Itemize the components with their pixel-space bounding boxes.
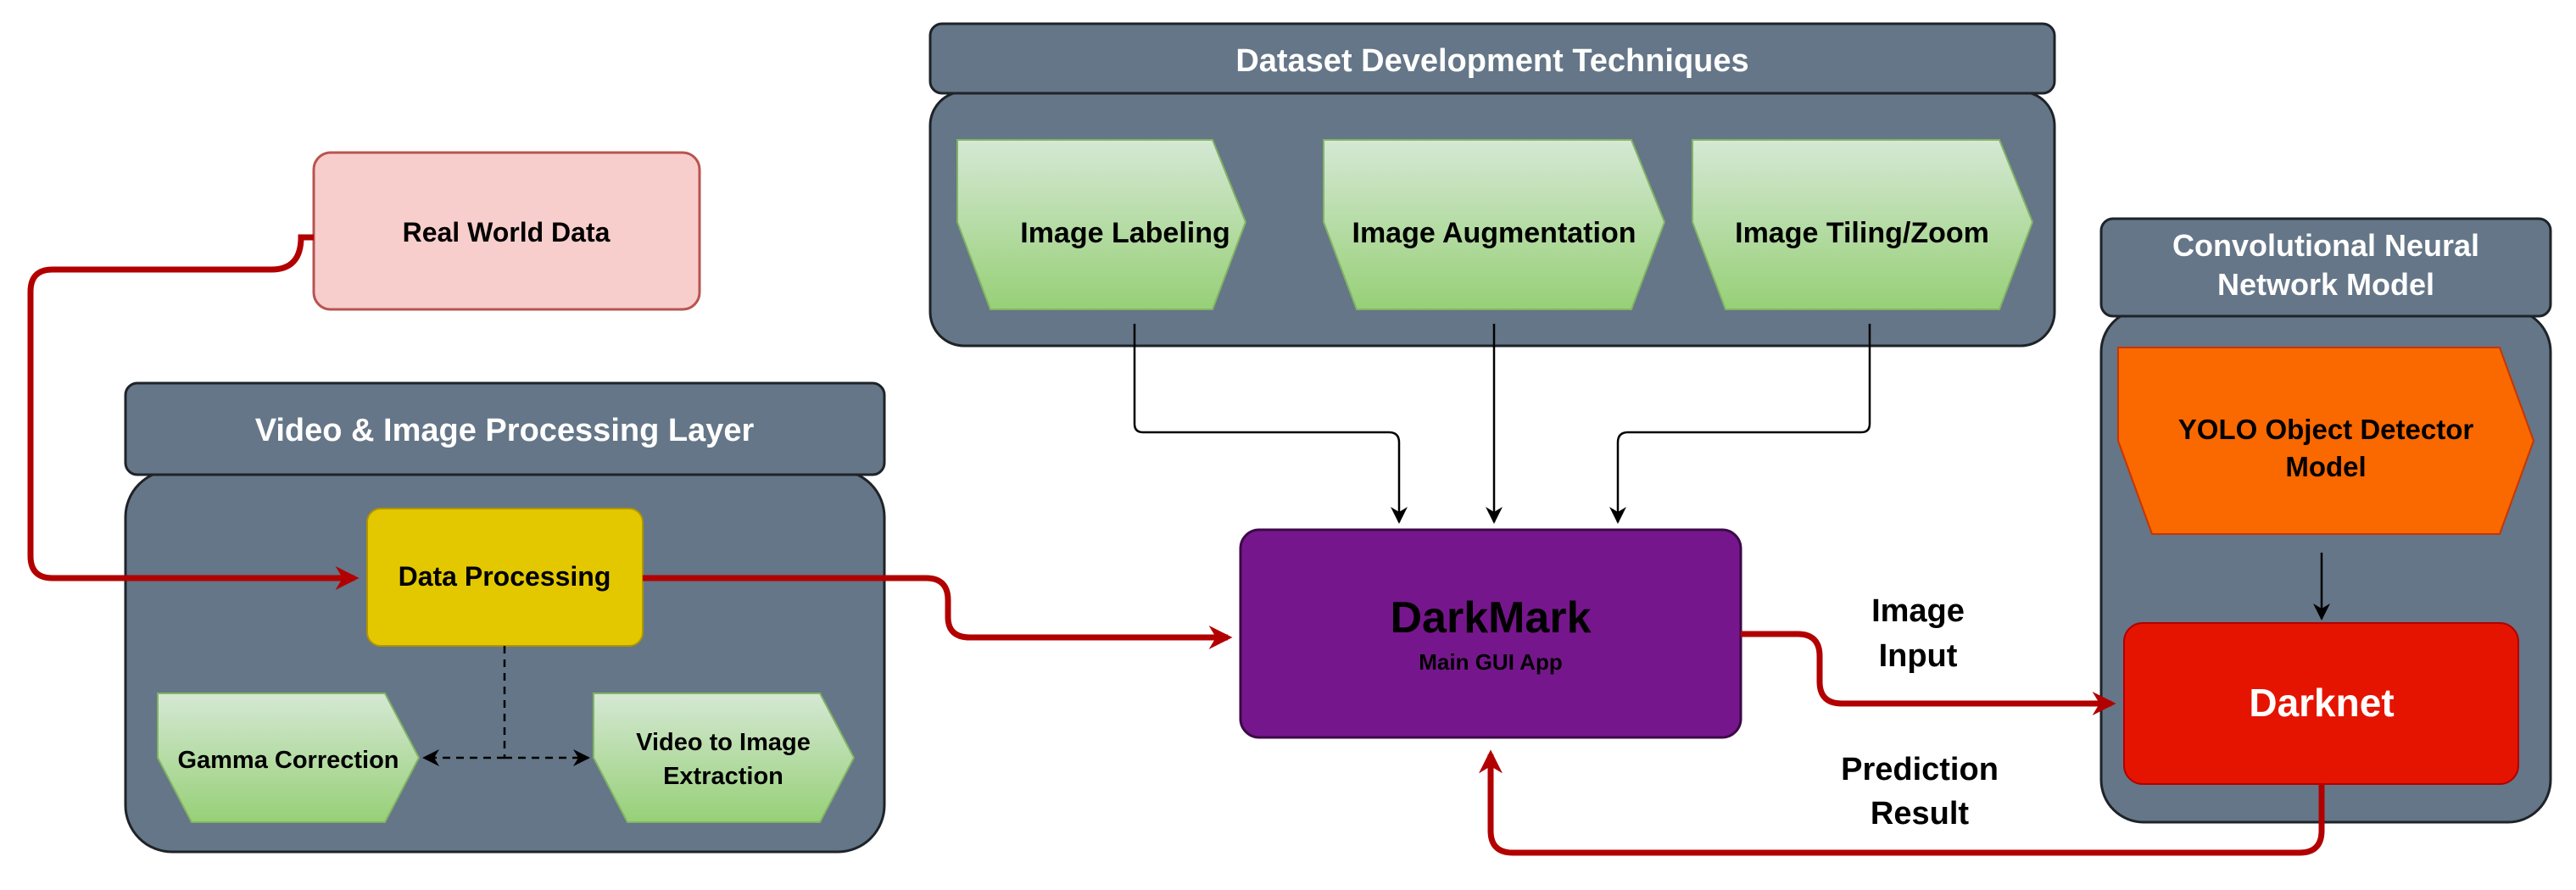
cnn-panel: Convolutional Neural Network Model YOLO … (2099, 217, 2552, 824)
yolo-label-line2: Model (2285, 451, 2366, 482)
image-labeling-label: Image Labeling (1020, 217, 1230, 249)
image-augmentation-node (1323, 139, 1666, 310)
video-extraction-label-line2: Extraction (663, 763, 783, 790)
darknet-label: Darknet (2249, 681, 2394, 725)
image-tiling-node (1692, 139, 2034, 310)
cnn-panel-header (2099, 217, 2552, 318)
image-labeling-node (956, 139, 1247, 310)
gamma-correction-node (157, 693, 421, 823)
dataset-panel: Dataset Development Techniques Image Lab… (928, 22, 2056, 348)
dataset-panel-header (928, 22, 2056, 95)
real-world-data-label: Real World Data (403, 217, 611, 248)
arrow-labeling-to-darkmark (1133, 324, 1408, 524)
video-extraction-label-line1: Video to Image (636, 729, 811, 756)
darkmark-subtitle: Main GUI App (1419, 649, 1562, 675)
darkmark-title: DarkMark (1390, 593, 1591, 642)
arrow-tiling-to-darkmark (1609, 324, 1871, 524)
arrow-darkmark-to-darknet (1741, 631, 2116, 715)
data-processing-label: Data Processing (399, 561, 611, 592)
real-world-data-box (312, 151, 701, 311)
image-input-label-line2: Input (1879, 638, 1958, 674)
cnn-panel-title-line2: Network Model (2217, 267, 2434, 302)
cnn-panel-title-line1: Convolutional Neural (2172, 228, 2479, 263)
video-panel-header (124, 381, 886, 476)
real-world-data-node: Real World Data (312, 151, 701, 311)
prediction-result-label-line2: Result (1871, 796, 1969, 832)
image-augmentation-label: Image Augmentation (1352, 217, 1636, 249)
arrow-realworld-to-processing (27, 234, 360, 590)
image-input-label-line1: Image (1871, 593, 1965, 629)
dataset-panel-title: Dataset Development Techniques (1235, 43, 1748, 79)
yolo-label-line1: YOLO Object Detector (2178, 414, 2474, 445)
arrow-darknet-to-darkmark (1479, 749, 2325, 856)
arrow-processing-to-darkmark (643, 575, 1233, 649)
gamma-correction-label: Gamma Correction (177, 747, 399, 774)
video-panel: Video & Image Processing Layer Data Proc… (124, 381, 886, 854)
darkmark-node: DarkMark Main GUI App (1239, 528, 1742, 739)
prediction-result-label-line1: Prediction (1841, 752, 1999, 787)
yolo-node (2117, 347, 2535, 535)
video-panel-title: Video & Image Processing Layer (255, 413, 755, 448)
video-extraction-node (593, 693, 856, 823)
image-tiling-label: Image Tiling/Zoom (1735, 217, 1989, 249)
